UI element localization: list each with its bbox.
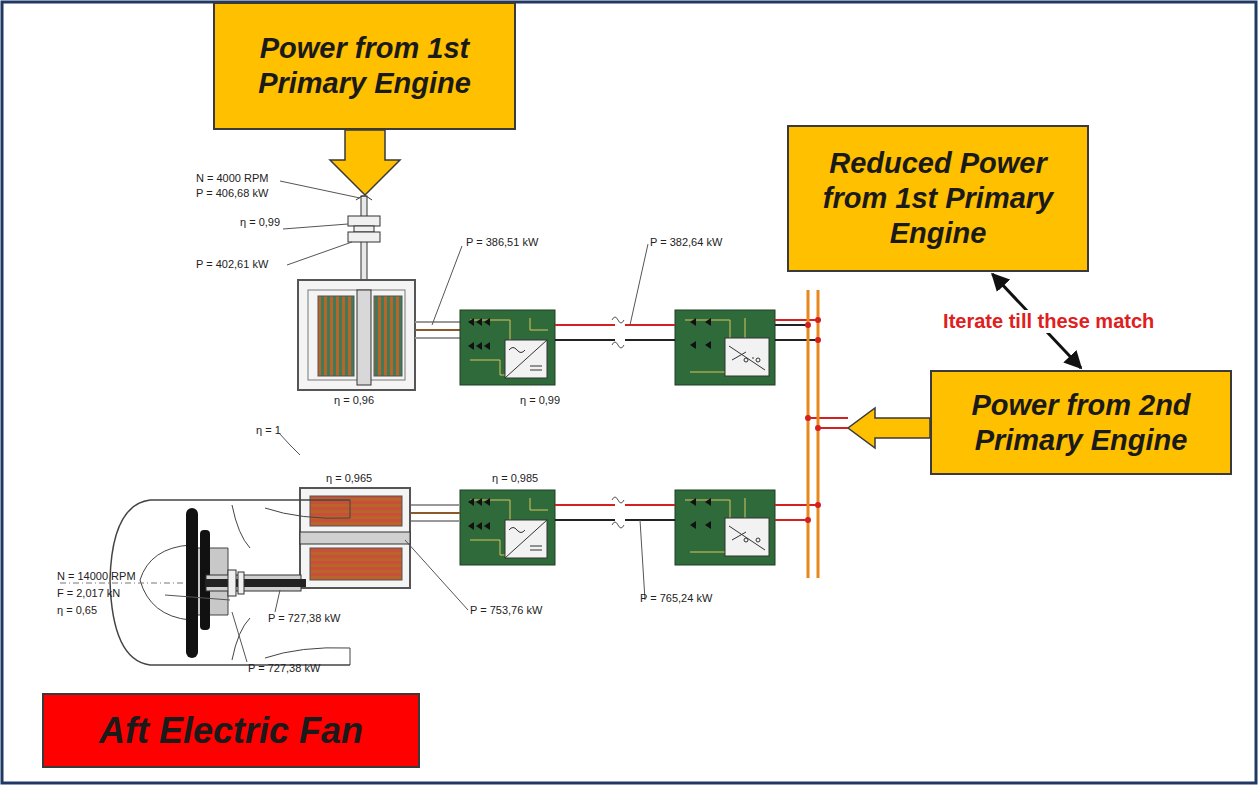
value-label: P = 402,61 kW — [196, 258, 268, 270]
value-label: P = 406,68 kW — [196, 187, 268, 199]
value-label: η = 0,99 — [520, 394, 560, 406]
dc-cable — [555, 317, 848, 528]
rectifier-board — [460, 490, 555, 565]
busbar — [805, 290, 821, 578]
engine-box: Power from 1st Primary Engine — [213, 2, 516, 130]
value-label: N = 14000 RPM — [57, 570, 136, 582]
title-box: Aft Electric Fan — [42, 693, 420, 768]
box-text: Reduced Power from 1st Primary Engine — [801, 146, 1075, 250]
switch-board — [675, 490, 775, 565]
value-label: P = 727,38 kW — [268, 612, 340, 624]
electric-motor — [300, 488, 460, 588]
box-text: Aft Electric Fan — [99, 709, 363, 752]
power-arrow — [848, 408, 930, 448]
generator — [298, 196, 415, 390]
ducted-fan — [60, 500, 350, 665]
value-label: P = 765,24 kW — [640, 592, 712, 604]
cable — [415, 322, 460, 338]
power-arrow — [330, 130, 400, 195]
box-text: Power from 1st Primary Engine — [227, 31, 502, 101]
note-label: Iterate till these match — [940, 310, 1157, 333]
value-label: η = 0,65 — [57, 604, 97, 616]
switch-board — [675, 310, 775, 385]
value-label: η = 0,96 — [334, 394, 374, 406]
engine-box: Power from 2nd Primary Engine — [930, 370, 1232, 475]
rectifier-board — [460, 310, 555, 385]
value-label: P = 727,38 kW — [248, 662, 320, 674]
value-label: P = 753,76 kW — [470, 604, 542, 616]
value-label: P = 386,51 kW — [466, 236, 538, 248]
value-label: F = 2,017 kN — [57, 587, 120, 599]
value-label: P = 382,64 kW — [650, 236, 722, 248]
value-label: η = 0,965 — [326, 472, 372, 484]
leader-line — [165, 181, 648, 662]
value-label: η = 0,99 — [240, 216, 280, 228]
value-label: N = 4000 RPM — [196, 172, 268, 184]
engine-box: Reduced Power from 1st Primary Engine — [787, 125, 1089, 272]
box-text: Power from 2nd Primary Engine — [944, 388, 1218, 458]
value-label: η = 0,985 — [492, 472, 538, 484]
value-label: η = 1 — [256, 424, 281, 436]
